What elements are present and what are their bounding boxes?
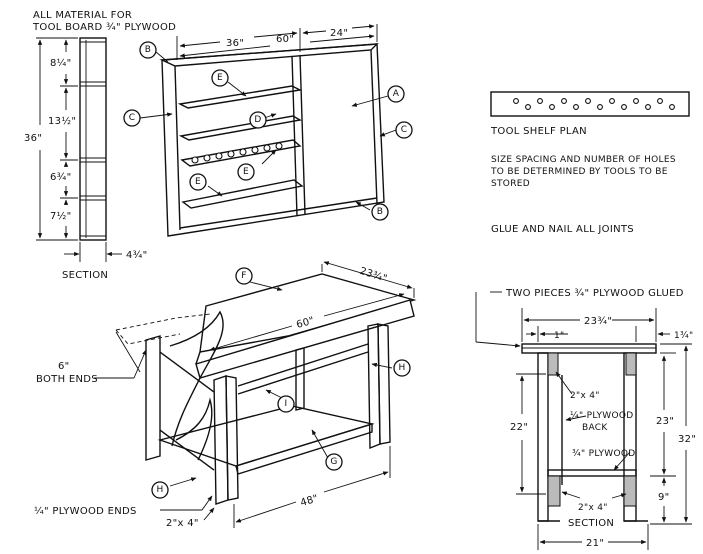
dim-board-overall: 60" [276,34,294,45]
part-e-upper-marker [211,69,229,87]
part-e-middle-marker [237,163,255,181]
part-e-lower-label: E [195,177,201,187]
dim-section-d4: 7½" [50,210,72,222]
dim-section-d3: 6¾" [50,172,72,183]
section-shelf-label: ¾" PLYWOOD [572,449,635,459]
part-d-label: D [254,115,261,125]
part-d-marker [249,111,267,129]
part-h-left-marker [151,481,169,499]
part-g-marker [325,453,343,471]
part-h-right-label: H [398,363,405,373]
part-f-marker [235,267,253,285]
section-right-label: SECTION [568,518,614,529]
material-note-line1: ALL MATERIAL FOR [33,10,132,21]
size-spacing-note-line3: STORED [491,179,530,189]
tool-board-drawing [139,24,397,237]
section-back-line2: BACK [582,423,608,433]
part-a-marker [387,85,405,103]
dim-section-22: 22" [510,422,528,433]
part-b-top-marker [139,41,157,59]
bench-section-drawing [475,291,692,550]
section-lumber-upper: 2"x 4" [570,391,600,401]
part-f-label: F [241,271,246,281]
part-c-right-marker [395,121,413,139]
part-g-label: G [330,457,337,467]
part-i-marker [277,395,295,413]
tool-shelf-plan-caption: TOOL SHELF PLAN [490,126,587,137]
material-note-line2: TOOL BOARD ¾" PLYWOOD [32,22,176,33]
dim-section-9: 9" [658,492,670,503]
dim-section-d2: 13½" [48,115,76,127]
dim-overhang-right: 1¾" [674,331,694,341]
dim-section-top-width: 23¾" [584,316,612,327]
dim-board-left: 36" [226,38,244,49]
glue-nail-note: GLUE AND NAIL ALL JOINTS [491,224,634,235]
bench-plywood-ends: ¼" PLYWOOD ENDS [34,505,137,517]
part-c-left-marker [123,109,141,127]
dim-board-right: 24" [330,28,348,39]
dim-section-total: 36" [24,133,42,144]
part-e-lower-marker [189,173,207,191]
part-c-right-label: C [401,125,408,135]
two-pieces-note: TWO PIECES ¾" PLYWOOD GLUED [505,288,684,299]
tool-shelf-plan-drawing [490,91,690,117]
part-a-label: A [393,89,400,99]
bench-both-ends-line2: BOTH ENDS [36,374,98,385]
dim-section-depth: 4¾" [126,250,148,261]
dim-section-21: 21" [586,538,604,549]
dim-bench-depth: 23¾" [358,266,388,285]
part-h-left-label: H [156,485,163,495]
dim-section-32: 32" [678,434,696,445]
bench-lumber-label: 2"x 4" [166,518,199,529]
part-i-label: I [285,399,288,409]
part-e-middle-label: E [243,167,249,177]
part-e-upper-label: E [217,73,223,83]
dim-section-23: 23" [656,416,674,427]
part-b-bottom-marker [371,203,389,221]
workbench-drawing [94,261,417,528]
part-b-top-label: B [145,45,151,55]
part-b-bottom-label: B [377,207,383,217]
dim-bench-top-length: 60" [295,315,316,331]
size-spacing-note-line2: TO BE DETERMINED BY TOOLS TO BE [490,167,668,177]
dim-overhang-left: 1" [554,331,564,341]
dim-section-d1: 8¼" [50,57,72,69]
part-h-right-marker [393,359,411,377]
size-spacing-note-line1: SIZE SPACING AND NUMBER OF HOLES [491,155,676,165]
section-back-line1: ¼" PLYWOOD [570,411,633,421]
bench-both-ends-line1: 6" [58,361,70,372]
tool-board-section-view [36,37,122,262]
dim-bench-base-length: 48" [299,493,320,509]
section-lumber-lower: 2"x 4" [578,503,608,513]
part-c-left-label: C [129,113,136,123]
section-left-label: SECTION [62,270,108,281]
